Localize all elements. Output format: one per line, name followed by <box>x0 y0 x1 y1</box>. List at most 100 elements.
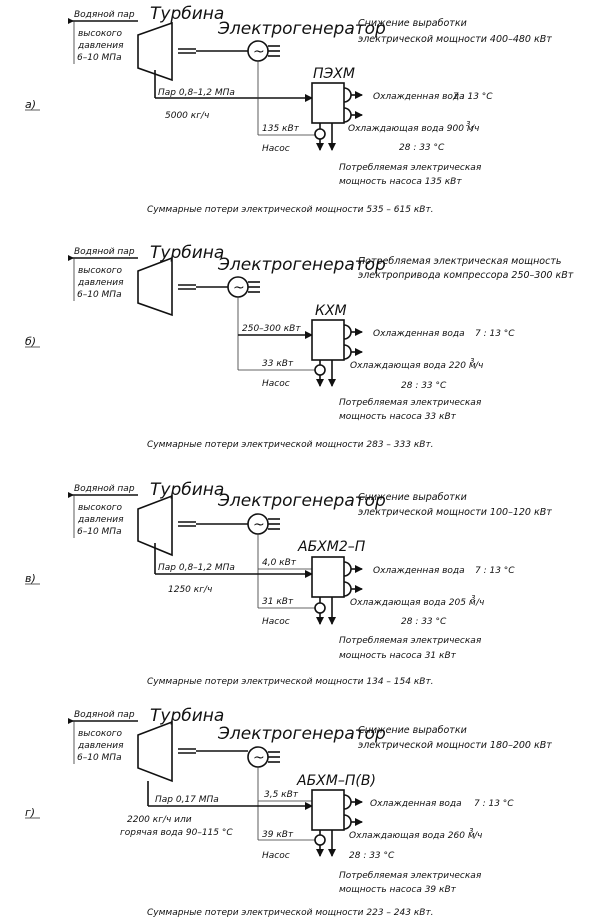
diagram-text: 7 : 13 °С <box>453 92 493 102</box>
machine-box <box>311 82 345 124</box>
diagram-text: Турбина <box>150 706 224 726</box>
diagram-text: 6–10 МПа <box>77 53 122 63</box>
machine-box <box>311 556 345 598</box>
diagram-text: Насос <box>262 144 290 154</box>
panel-label: а) <box>25 98 36 111</box>
svg-text:~: ~ <box>253 750 265 766</box>
diagram-text: 3 <box>466 120 470 128</box>
diagram-text: Турбина <box>150 243 224 263</box>
turbine-icon <box>137 21 173 82</box>
total-loss: Суммарные потери электрической мощности … <box>147 205 434 215</box>
diagram-text: 250–300 кВт <box>242 324 301 334</box>
diagram-text: 6–10 МПа <box>77 753 122 763</box>
diagram-text: 3,5 кВт <box>264 790 299 800</box>
diagram-text: Охлажденная вода <box>373 566 465 576</box>
diagram-text: 3 <box>471 594 475 602</box>
diagram-text: Водяной пар <box>74 10 135 20</box>
diagram-text: Пар 0,8–1,2 МПа <box>158 563 235 573</box>
diagram-text: 6–10 МПа <box>77 527 122 537</box>
diagram-text: Потребляемая электрическая <box>339 871 482 881</box>
diagram-text: АБХМ–П(В) <box>296 773 376 789</box>
diagram-text: 28 : 33 °С <box>401 617 447 627</box>
diagram-text: Водяной пар <box>74 484 135 494</box>
diagram-text: КХМ <box>315 303 347 319</box>
panel-label: б) <box>25 335 36 348</box>
diagram-text: Водяной пар <box>74 247 135 257</box>
diagram-text: мощность насоса 33 кВт <box>339 412 457 422</box>
diagram-text: Насос <box>262 379 290 389</box>
diagram-text: 1250 кг/ч <box>168 585 212 595</box>
diagram-text: 28 : 33 °С <box>349 851 395 861</box>
diagram-text: Насос <box>262 851 290 861</box>
diagram-text: электрической мощности 180–200 кВт <box>358 740 552 751</box>
diagram-text: /ч <box>473 831 482 841</box>
diagram-text: /ч <box>470 124 479 134</box>
diagram-text: 7 : 13 °С <box>475 329 515 339</box>
turbine-label: Турбина <box>150 4 224 24</box>
panel-a: Водяной пар высокого давления 6–10 МПа Т… <box>25 4 552 215</box>
turbine-icon <box>137 720 173 783</box>
diagram-text: Охлаждающая вода 900 м <box>348 124 474 134</box>
diagram-text: 3 <box>469 827 473 835</box>
turbine-icon <box>137 256 173 317</box>
diagram-text: 7 : 13 °С <box>475 566 515 576</box>
diagram-text: Потребляемая электрическая мощность <box>358 256 561 267</box>
diagram-text: Снижение выработки <box>358 492 467 503</box>
total-loss: Суммарные потери электрической мощности … <box>147 677 434 687</box>
diagram-text: 31 кВт <box>262 597 294 607</box>
diagram-text: мощность насоса 135 кВт <box>339 177 462 187</box>
diagram-text: 33 кВт <box>262 359 294 369</box>
pump-icon <box>314 602 326 614</box>
diagram-text: давления <box>77 278 124 288</box>
diagram-text: Насос <box>262 617 290 627</box>
pump-icon <box>314 834 326 846</box>
diagram-text: Снижение выработки <box>358 18 467 29</box>
diagram-text: высокого <box>78 729 123 739</box>
machine-box <box>311 789 345 831</box>
diagram-text: Охлажденная вода <box>370 799 462 809</box>
diagram-text: высокого <box>78 266 123 276</box>
machine-box <box>311 319 345 361</box>
panel-label: в) <box>25 572 36 585</box>
diagram-text: высокого <box>78 503 123 513</box>
diagram-text: 135 кВт <box>262 124 300 134</box>
diagram-text: давления <box>77 741 124 751</box>
panel-label: г) <box>25 806 35 819</box>
diagram-text: Пар 0,17 МПа <box>155 795 219 805</box>
diagram-text: электропривода компрессора 250–300 кВт <box>358 270 574 281</box>
diagram-text: Потребляемая электрическая <box>339 163 482 173</box>
diagram-text: 5000 кг/ч <box>165 111 209 121</box>
diagram-text: горячая вода 90–115 °С <box>120 828 233 838</box>
diagram-text: 39 кВт <box>262 830 294 840</box>
total-loss: Суммарные потери электрической мощности … <box>147 908 434 918</box>
diagram-text: 2200 кг/ч или <box>127 815 192 825</box>
diagram-text: Электрогенератор <box>217 255 386 275</box>
diagram-text: высокого <box>78 29 123 39</box>
diagram-text: /ч <box>474 361 483 371</box>
panel-d: Водяной пар высокого давления 6–10 МПа Т… <box>25 706 552 918</box>
panel-c: Водяной пар высокого давления 6–10 МПа Т… <box>25 480 552 687</box>
pump-icon <box>314 128 326 140</box>
diagram-text: Потребляемая электрическая <box>339 398 482 408</box>
diagram-text: Водяной пар <box>74 710 135 720</box>
diagram-text: Охлаждающая вода 220 м <box>350 361 476 371</box>
diagram-text: Охлаждающая вода 260 м <box>349 831 475 841</box>
machine-label: ПЭХМ <box>313 66 355 82</box>
diagram-text: Турбина <box>150 480 224 500</box>
diagram-text: Электрогенератор <box>217 491 386 511</box>
diagram-text: давления <box>77 515 124 525</box>
diagram-text: 7 : 13 °С <box>474 799 514 809</box>
svg-text:~: ~ <box>233 280 245 296</box>
diagram-text: 3 <box>470 357 474 365</box>
panel-b: Водяной пар высокого давления 6–10 МПа Т… <box>25 243 574 450</box>
diagram-text: Потребляемая электрическая <box>339 636 482 646</box>
pump-icon <box>314 364 326 376</box>
diagram-text: АБХМ2–П <box>297 539 366 555</box>
diagram-text: /ч <box>475 598 484 608</box>
diagram-text: Пар 0,8–1,2 МПа <box>158 88 235 98</box>
diagram-text: электрической мощности 100–120 кВт <box>358 507 552 518</box>
diagram-text: Охлажденная вода <box>373 329 465 339</box>
diagram-text: Охлаждающая вода 205 м <box>350 598 476 608</box>
